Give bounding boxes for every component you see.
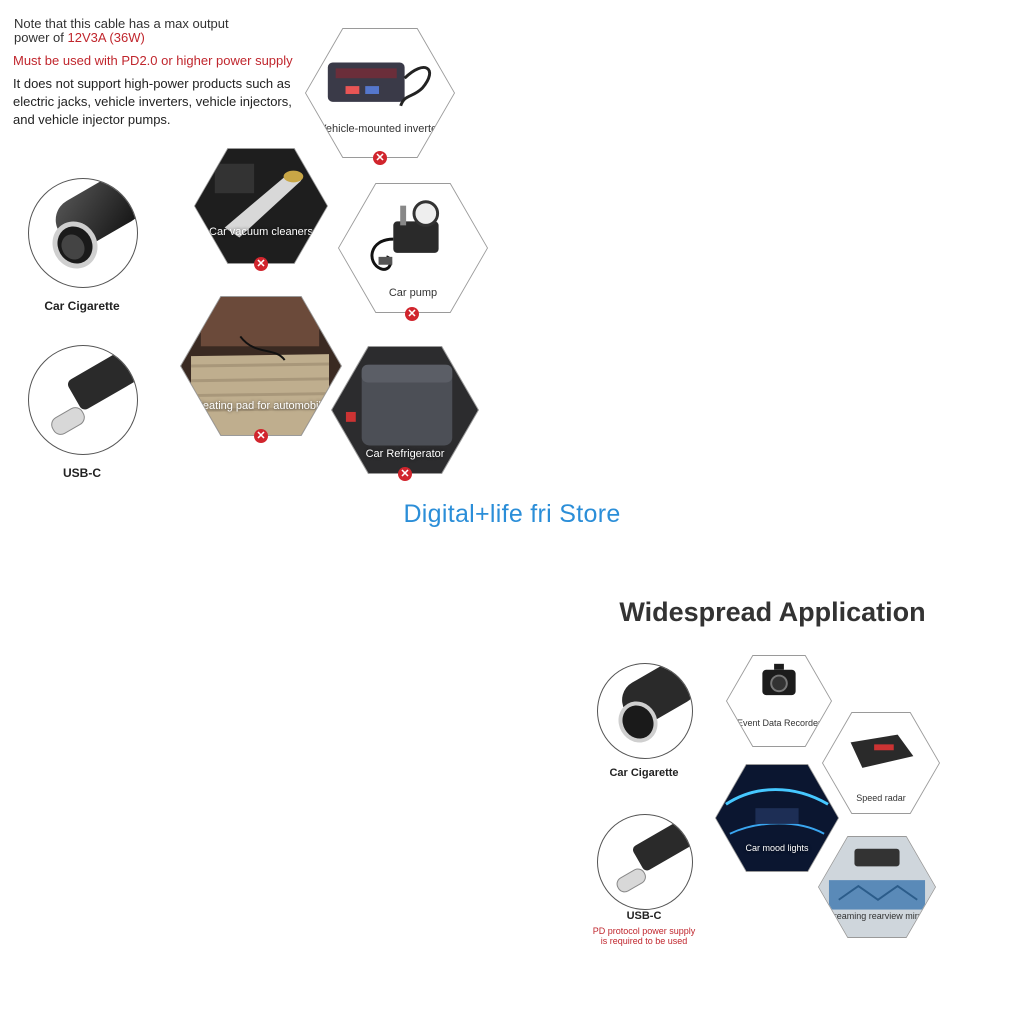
usbc-image-2 xyxy=(597,814,693,910)
car-refrigerator-label: Car Refrigerator xyxy=(365,448,445,460)
not-supported-icon: ✕ xyxy=(254,257,268,271)
usbc-label-2: USB-C xyxy=(626,910,662,922)
usbc-image xyxy=(28,345,138,455)
usbc-icon xyxy=(616,815,692,893)
pd-requirement: Must be used with PD2.0 or higher power … xyxy=(13,53,293,68)
hex-car-refrigerator: Car Refrigerator xyxy=(331,346,479,474)
not-supported-icon: ✕ xyxy=(373,151,387,165)
dashcam-icon xyxy=(762,663,796,696)
heating-pad-label: Heating pad for automobile xyxy=(194,400,328,412)
car-pump-label: Car pump xyxy=(388,287,438,299)
car-cigarette-image xyxy=(28,178,138,288)
unsupported-warning: It does not support high-power products … xyxy=(13,76,292,127)
power-value: 12V3A (36W) xyxy=(67,30,145,45)
car-cigarette-icon xyxy=(618,664,692,743)
hex-inverter: Vehicle-mounted inverter xyxy=(305,28,455,158)
speed-radar-label: Speed radar xyxy=(856,793,906,803)
hex-vacuum: Car vacuum cleaners xyxy=(194,148,328,264)
heating-pad-icon xyxy=(181,297,341,435)
usbc-label: USB-C xyxy=(63,466,101,480)
not-supported-icon: ✕ xyxy=(254,429,268,443)
hex-car-pump: Car pump xyxy=(338,183,488,313)
car-cigarette-icon xyxy=(52,179,137,269)
hex-speed-radar: Speed radar xyxy=(822,712,940,814)
not-supported-icon: ✕ xyxy=(398,467,412,481)
rearview-mirror-icon xyxy=(819,837,935,937)
hex-streaming-mirror: Streaming rearview mirror xyxy=(818,836,936,938)
hex-car-mood-lights: Car mood lights xyxy=(715,764,839,872)
speed-radar-icon xyxy=(850,734,914,768)
car-mood-lights-label: Car mood lights xyxy=(745,843,809,853)
event-data-recorder-label: Event Data Recorder xyxy=(736,718,822,728)
streaming-mirror-label: Streaming rearview mirror xyxy=(825,911,929,921)
pd-protocol-note: PD protocol power supply is required to … xyxy=(592,926,696,946)
car-cigarette-label: Car Cigarette xyxy=(44,299,120,313)
car-refrigerator-icon xyxy=(332,347,478,473)
car-pump-icon xyxy=(370,200,440,271)
section-title: Widespread Application xyxy=(619,597,926,627)
store-name: Digital+life fri Store xyxy=(403,500,621,528)
hex-heating-pad: Heating pad for automobile xyxy=(180,296,342,436)
car-cigarette-image-2 xyxy=(597,663,693,759)
vacuum-label: Car vacuum cleaners xyxy=(209,226,313,238)
mood-lights-icon xyxy=(716,765,838,871)
inverter-icon xyxy=(327,62,432,107)
hex-event-data-recorder: Event Data Recorder xyxy=(726,655,832,747)
power-note: Note that this cable has a max output po… xyxy=(14,16,229,45)
inverter-label: Vehicle-mounted inverter xyxy=(319,123,441,135)
not-supported-icon: ✕ xyxy=(405,307,419,321)
vacuum-icon xyxy=(195,149,327,263)
car-cigarette-label-2: Car Cigarette xyxy=(609,767,679,779)
usbc-icon xyxy=(51,346,137,435)
